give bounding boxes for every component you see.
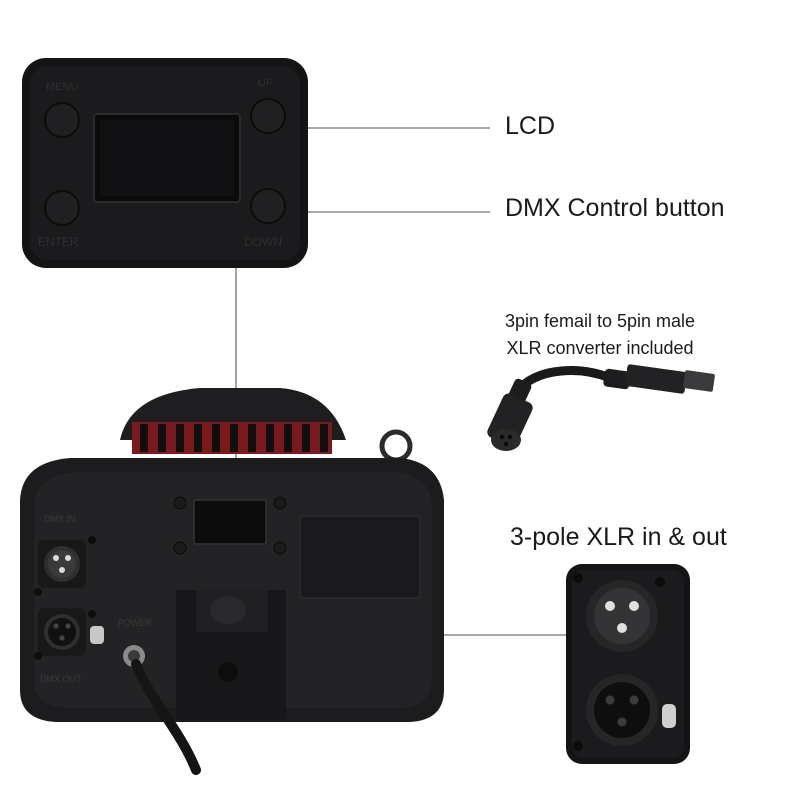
callout-converter-line1: 3pin femail to 5pin male [504, 311, 696, 331]
callout-lcd: LCD [505, 112, 556, 140]
power-marking: POWER [118, 618, 153, 628]
dmx-out-marking: DMX OUT [40, 674, 82, 684]
menu-button [44, 102, 80, 138]
up-button [250, 98, 286, 134]
control-panel-closeup: MENU UP ENTER DOWN [22, 58, 308, 268]
vent-slots [132, 422, 332, 454]
device-body: DMX IN DMX OUT POWER [20, 388, 444, 775]
enter-marking: ENTER [38, 235, 79, 249]
menu-marking: MENU [46, 81, 78, 93]
xlr-converter-cable [487, 364, 715, 451]
xlr-panel-closeup [566, 564, 690, 764]
dmx-in-marking: DMX IN [44, 514, 76, 524]
enter-button [44, 190, 80, 226]
down-button [250, 188, 286, 224]
down-marking: DOWN [244, 235, 282, 249]
callout-converter: 3pin femail to 5pin male XLR converter i… [470, 308, 730, 362]
callout-dmx-control-button: DMX Control button [505, 194, 725, 222]
callout-xlr-in-out: 3-pole XLR in & out [510, 523, 727, 551]
up-marking: UP [258, 77, 273, 89]
callout-converter-line2: XLR converter included [506, 338, 694, 358]
